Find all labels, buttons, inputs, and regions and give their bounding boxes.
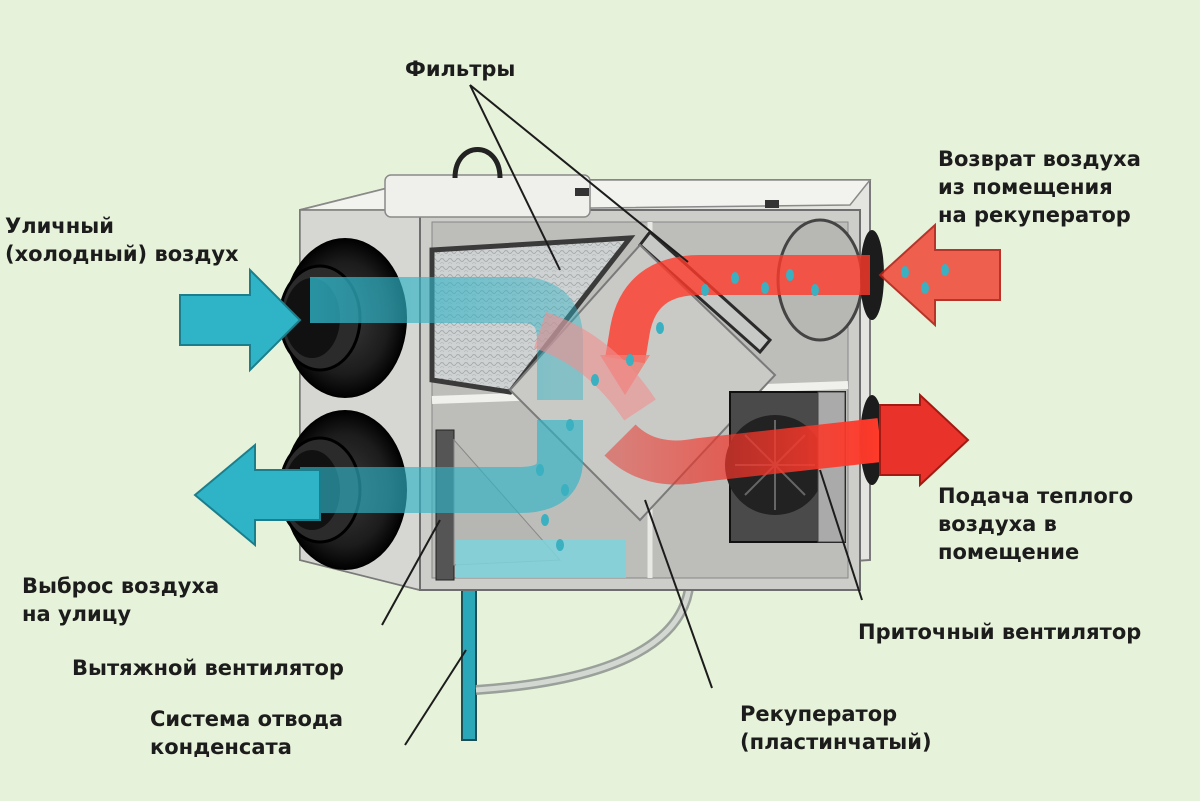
condensate-pipe [461,574,695,741]
leader-lines [381,84,863,746]
label-return-air: Возврат воздуха из помещения на рекупера… [938,147,1141,227]
label-warm-supply: Подача теплого воздуха в помещение [938,484,1134,564]
label-exhaust-out: Выброс воздуха на улицу [22,574,220,626]
label-recuperator: Рекуператор (пластинчатый) [740,702,932,754]
condensate-droplets [536,264,949,551]
warm-air-arrows [533,222,1001,488]
label-exhaust-fan: Вытяжной вентилятор [72,656,344,680]
label-filters: Фильтры [405,57,516,81]
label-street-air: Уличный (холодный) воздух [5,214,239,266]
label-condensate: Система отвода конденсата [150,707,344,759]
label-supply-fan: Приточный вентилятор [858,620,1142,644]
